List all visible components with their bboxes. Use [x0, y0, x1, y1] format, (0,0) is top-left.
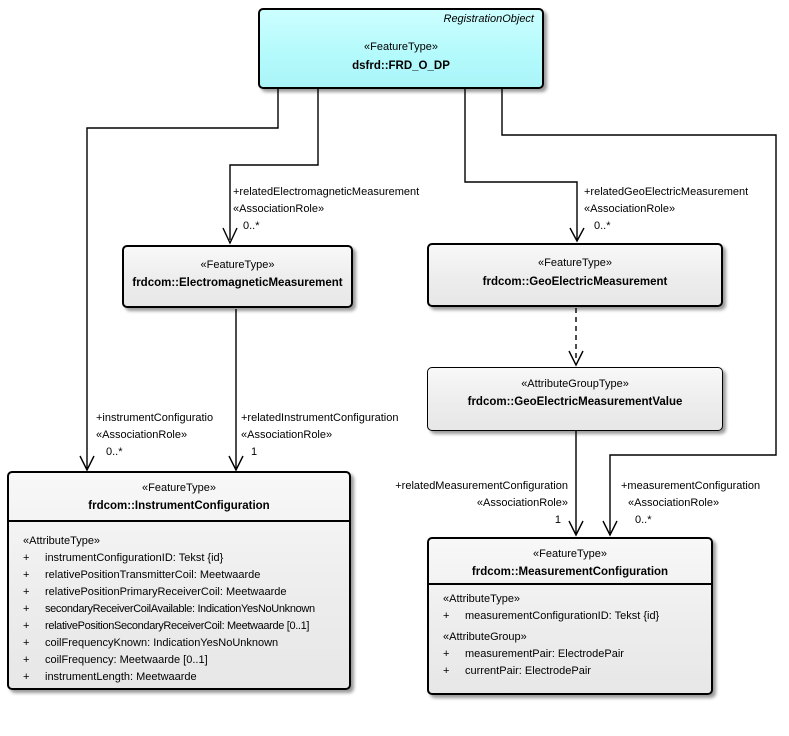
attribute-section-header: «AttributeType»	[23, 535, 101, 547]
class-box-geoelectric-measurement-value: «AttributeGroupType» frdcom::GeoElectric…	[427, 367, 723, 431]
multiplicity-label: 0..*	[243, 220, 260, 232]
class-box-electromagnetic-measurement: «FeatureType» frdcom::ElectromagneticMea…	[122, 245, 353, 308]
attributes-compartment: «AttributeType» + measurementConfigurati…	[429, 591, 711, 680]
visibility-marker: +	[23, 586, 30, 598]
visibility-marker: +	[443, 648, 450, 660]
class-name: frdcom::ElectromagneticMeasurement	[132, 277, 343, 289]
association-stereotype: «AssociationRole»	[628, 497, 720, 509]
association-label-related-geoelectric: +relatedGeoElectricMeasurement «Associat…	[584, 184, 748, 235]
class-box-instrument-configuration: «FeatureType» frdcom::InstrumentConfigur…	[7, 471, 351, 690]
association-role-label: +relatedMeasurementConfiguration	[395, 480, 568, 492]
attribute-text: measurementConfigurationID: Tekst {id}	[465, 610, 660, 622]
multiplicity-label: 0..*	[635, 514, 652, 526]
attribute-row: + currentPair: ElectrodePair	[429, 663, 711, 680]
association-role-label: +instrumentConfiguratio	[96, 412, 214, 424]
attribute-row: + measurementPair: ElectrodePair	[429, 646, 711, 663]
class-stereotype: «FeatureType»	[533, 548, 607, 560]
attribute-text: currentPair: ElectrodePair	[465, 665, 591, 677]
visibility-marker: +	[443, 665, 450, 677]
attribute-text: coilFrequencyKnown: IndicationYesNoUnkno…	[45, 637, 279, 649]
association-label-instrument-configuration: +instrumentConfiguratio «AssociationRole…	[96, 410, 213, 461]
attribute-row: + instrumentLength: Meetwaarde	[9, 669, 349, 686]
class-box-frd-o-dp: RegistrationObject «FeatureType» dsfrd::…	[258, 8, 544, 89]
attribute-row: + instrumentConfigurationID: Tekst {id}	[9, 550, 349, 567]
attribute-text: measurementPair: ElectrodePair	[465, 648, 624, 660]
attribute-row: + secondaryReceiverCoilAvailable: Indica…	[9, 601, 349, 618]
class-stereotype: «FeatureType»	[142, 482, 216, 494]
class-box-measurement-configuration: «FeatureType» frdcom::MeasurementConfigu…	[427, 537, 713, 695]
arrowhead-measurement-configuration-left	[568, 520, 584, 537]
association-role-label: +relatedElectromagneticMeasurement	[233, 186, 420, 198]
attribute-row: + coilFrequencyKnown: IndicationYesNoUnk…	[9, 635, 349, 652]
attribute-row: + coilFrequency: Meetwaarde [0..1]	[9, 652, 349, 669]
multiplicity-label: 0..*	[106, 446, 123, 458]
class-stereotype: «AttributeGroupType»	[521, 378, 629, 390]
class-name: frdcom::MeasurementConfiguration	[471, 566, 669, 578]
visibility-marker: +	[23, 569, 30, 581]
attribute-row: + measurementConfigurationID: Tekst {id}	[429, 608, 711, 625]
class-name: frdcom::GeoElectricMeasurement	[482, 276, 668, 288]
attribute-text: instrumentConfigurationID: Tekst {id}	[45, 552, 224, 564]
connector-frd-to-measurement-configuration	[501, 89, 777, 533]
visibility-marker: +	[23, 637, 30, 649]
association-label-measurement-configuration: +measurementConfiguration «AssociationRo…	[621, 478, 760, 529]
class-name: dsfrd::FRD_O_DP	[352, 60, 450, 72]
arrowhead-instrument-configuration-left	[79, 455, 95, 472]
attribute-row: + relativePositionPrimaryReceiverCoil: M…	[9, 584, 349, 601]
connector-frd-to-geoelectric	[464, 89, 578, 240]
arrowhead-measurement-configuration-right	[602, 520, 618, 537]
registration-object-tag: RegistrationObject	[443, 13, 535, 25]
arrowhead-geoelectric-value	[568, 350, 584, 367]
multiplicity-label: 1	[251, 446, 258, 458]
association-role-label: +relatedInstrumentConfiguration	[241, 412, 399, 424]
class-stereotype: «FeatureType»	[200, 259, 275, 271]
visibility-marker: +	[443, 610, 450, 622]
compartment-divider	[8, 520, 350, 522]
visibility-marker: +	[23, 620, 30, 632]
attribute-text: relativePositionPrimaryReceiverCoil: Mee…	[45, 586, 287, 598]
arrowhead-geoelectric	[569, 227, 585, 243]
multiplicity-label: 0..*	[594, 220, 611, 232]
attribute-text: instrumentLength: Meetwaarde	[45, 671, 197, 683]
class-stereotype: «FeatureType»	[538, 257, 612, 269]
association-label-related-instrument-configuration: +relatedInstrumentConfiguration «Associa…	[241, 410, 398, 461]
visibility-marker: +	[23, 552, 30, 564]
attribute-section-header: «AttributeGroup»	[443, 631, 527, 643]
attribute-text: relativePositionTransmitterCoil: Meetwaa…	[45, 569, 261, 581]
attribute-text: secondaryReceiverCoilAvailable: Indicati…	[45, 603, 315, 615]
visibility-marker: +	[23, 603, 30, 615]
association-role-label: +measurementConfiguration	[621, 480, 761, 492]
attributes-compartment: «AttributeType» + instrumentConfiguratio…	[9, 533, 349, 686]
class-name: frdcom::InstrumentConfiguration	[88, 500, 270, 512]
association-stereotype: «AssociationRole»	[233, 203, 325, 215]
association-label-related-electromagnetic: +relatedElectromagneticMeasurement «Asso…	[233, 184, 419, 235]
compartment-divider	[428, 583, 712, 585]
class-name: frdcom::GeoElectricMeasurementValue	[467, 396, 683, 408]
class-box-geoelectric-measurement: «FeatureType» frdcom::GeoElectricMeasure…	[427, 243, 723, 307]
attribute-row: + relativePositionTransmitterCoil: Meetw…	[9, 567, 349, 584]
visibility-marker: +	[23, 671, 30, 683]
association-stereotype: «AssociationRole»	[96, 429, 188, 441]
attribute-row: + relativePositionSecondaryReceiverCoil:…	[9, 618, 349, 635]
visibility-marker: +	[23, 654, 30, 666]
attribute-section-header: «AttributeType»	[443, 593, 521, 605]
attribute-text: coilFrequency: Meetwaarde [0..1]	[45, 654, 208, 666]
class-stereotype: «FeatureType»	[364, 41, 438, 53]
association-stereotype: «AssociationRole»	[476, 497, 568, 509]
multiplicity-label: 1	[554, 514, 561, 526]
association-stereotype: «AssociationRole»	[241, 429, 333, 441]
attribute-text: relativePositionSecondaryReceiverCoil: M…	[45, 620, 310, 632]
association-stereotype: «AssociationRole»	[584, 203, 676, 215]
association-label-related-measurement-configuration: +relatedMeasurementConfiguration «Associ…	[372, 478, 568, 529]
association-role-label: +relatedGeoElectricMeasurement	[584, 186, 749, 198]
